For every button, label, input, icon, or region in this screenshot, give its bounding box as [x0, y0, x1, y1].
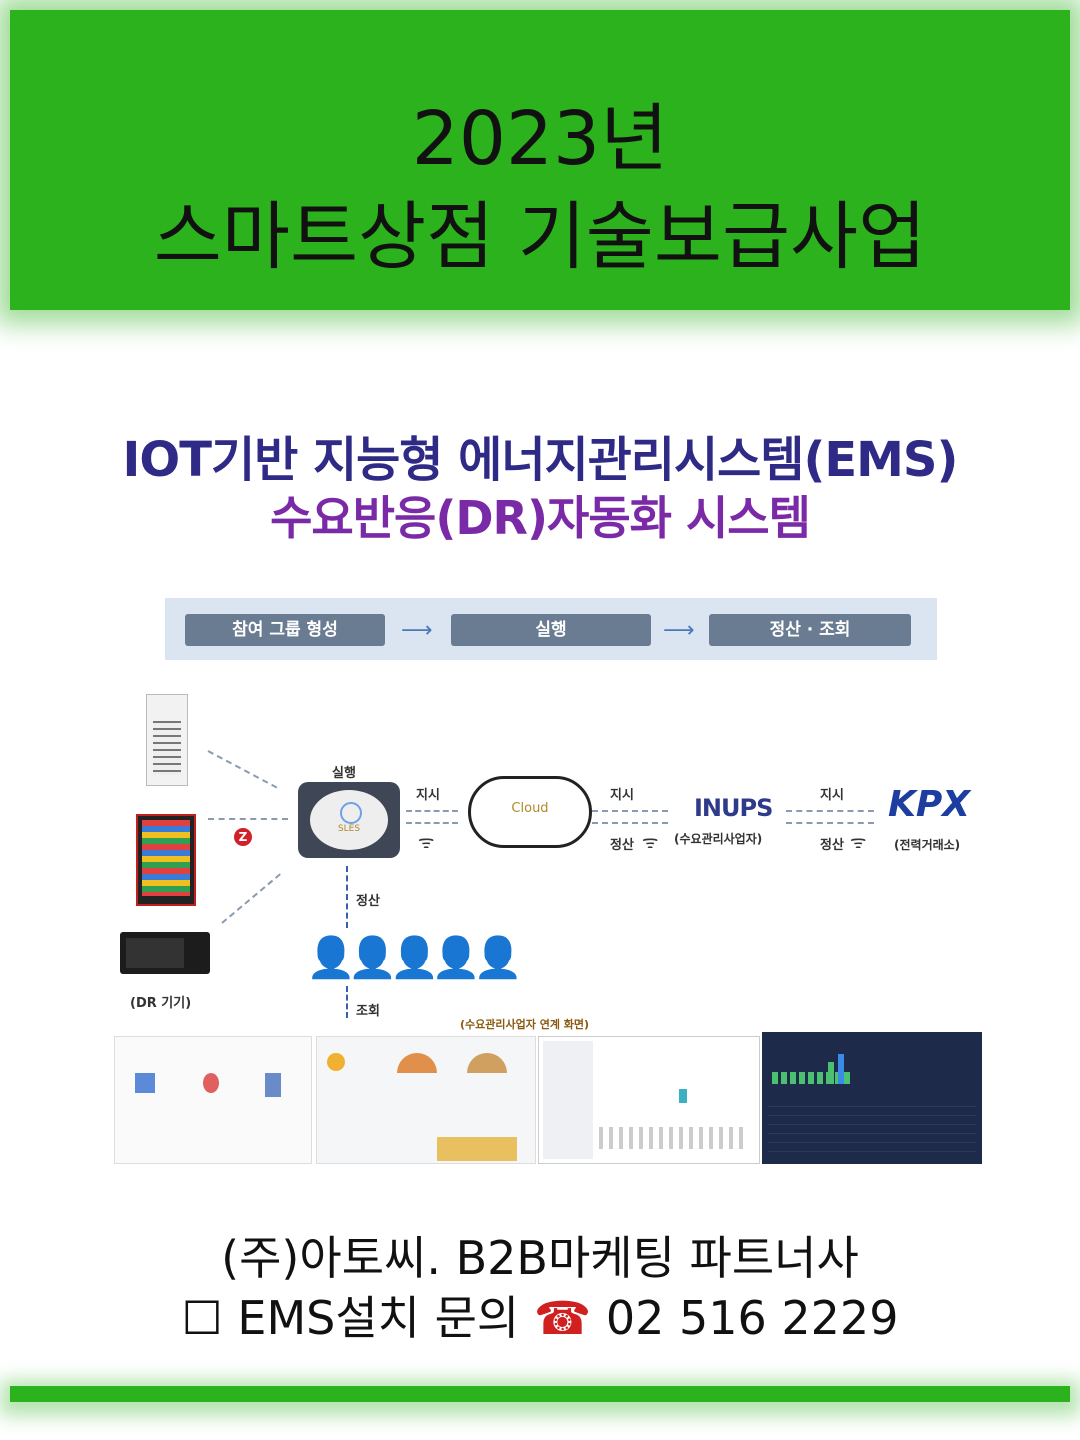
arrow-right-icon: ⟶: [401, 618, 433, 643]
wifi-icon: ᯤ: [642, 832, 659, 853]
top-banner: 2023년 스마트상점 기술보급사업: [10, 10, 1070, 310]
users-group-icon: 👤👤👤👤👤: [306, 935, 523, 981]
dr-system-diagram: (DR 기기) Z 실행 SLES 지시 ᯤ Cloud 지시 정산 ᯤ INU…: [110, 690, 990, 1180]
screens-caption: (수요관리사업자 연계 화면): [460, 1018, 590, 1031]
wifi-icon: ᯤ: [418, 832, 435, 853]
dr-devices-label: (DR 기기): [130, 996, 192, 1011]
instruct-label: 지시: [820, 788, 844, 803]
kpx-sub: (전력거래소): [894, 838, 961, 852]
process-flow: 참여 그룹 형성 ⟶ 실행 ⟶ 정산 · 조회: [165, 598, 937, 660]
contact-line: ☐ EMS설치 문의 ☎ 02 516 2229: [0, 1282, 1080, 1348]
sles-gateway-icon: SLES: [298, 782, 400, 858]
dashboard-screen-thumb: [316, 1036, 536, 1164]
inups-logo: INUPS: [694, 794, 773, 822]
link-line: [786, 822, 874, 824]
link-line: [207, 750, 278, 789]
link-line: [592, 822, 668, 824]
link-line: [592, 810, 668, 812]
link-line: [221, 873, 281, 924]
air-conditioner-icon: [146, 694, 188, 786]
table-screen-thumb: [538, 1036, 760, 1164]
inquiry-label: 조회: [356, 1004, 380, 1019]
inups-sub: (수요관리사업자): [674, 832, 763, 846]
microwave-icon: [120, 932, 210, 974]
banner-year: 2023년: [411, 96, 669, 182]
flow-step-execute: 실행: [451, 614, 651, 646]
analytics-screen-thumb: [762, 1032, 982, 1164]
kpx-logo: KPX: [888, 784, 971, 825]
instruct-label: 지시: [416, 788, 440, 803]
phone-icon: ☎: [533, 1291, 592, 1345]
company-line: (주)아토씨. B2B마케팅 파트너사: [221, 1231, 859, 1285]
exec-label: 실행: [332, 766, 356, 781]
link-line: [406, 822, 458, 824]
headline-dr: 수요반응(DR)자동화 시스템: [270, 491, 811, 545]
checkbox-icon: ☐: [181, 1291, 223, 1345]
zigbee-icon: Z: [234, 828, 252, 846]
phone-number[interactable]: 02 516 2229: [605, 1291, 899, 1345]
sles-label: SLES: [337, 824, 361, 834]
settle-label: 정산: [356, 894, 380, 909]
settle-label: 정산: [610, 838, 634, 853]
link-line: [786, 810, 874, 812]
link-line: [208, 818, 288, 820]
app-screen-thumb: [114, 1036, 312, 1164]
display-fridge-icon: [136, 814, 196, 906]
cloud-label: Cloud: [511, 801, 549, 816]
link-line: [346, 986, 348, 1018]
flow-step-settle: 정산 · 조회: [709, 614, 911, 646]
contact-text: EMS설치 문의: [237, 1291, 520, 1345]
flow-step-group: 참여 그룹 형성: [185, 614, 385, 646]
settle-label: 정산: [820, 838, 844, 853]
bottom-bar: [10, 1386, 1070, 1402]
cloud-icon: Cloud: [468, 776, 592, 848]
link-line: [346, 866, 348, 928]
banner-title: 스마트상점 기술보급사업: [153, 194, 927, 280]
headline-ems: IOT기반 지능형 에너지관리시스템(EMS): [122, 432, 959, 488]
link-line: [406, 810, 458, 812]
wifi-icon: ᯤ: [850, 832, 867, 853]
arrow-right-icon: ⟶: [663, 618, 695, 643]
instruct-label: 지시: [610, 788, 634, 803]
